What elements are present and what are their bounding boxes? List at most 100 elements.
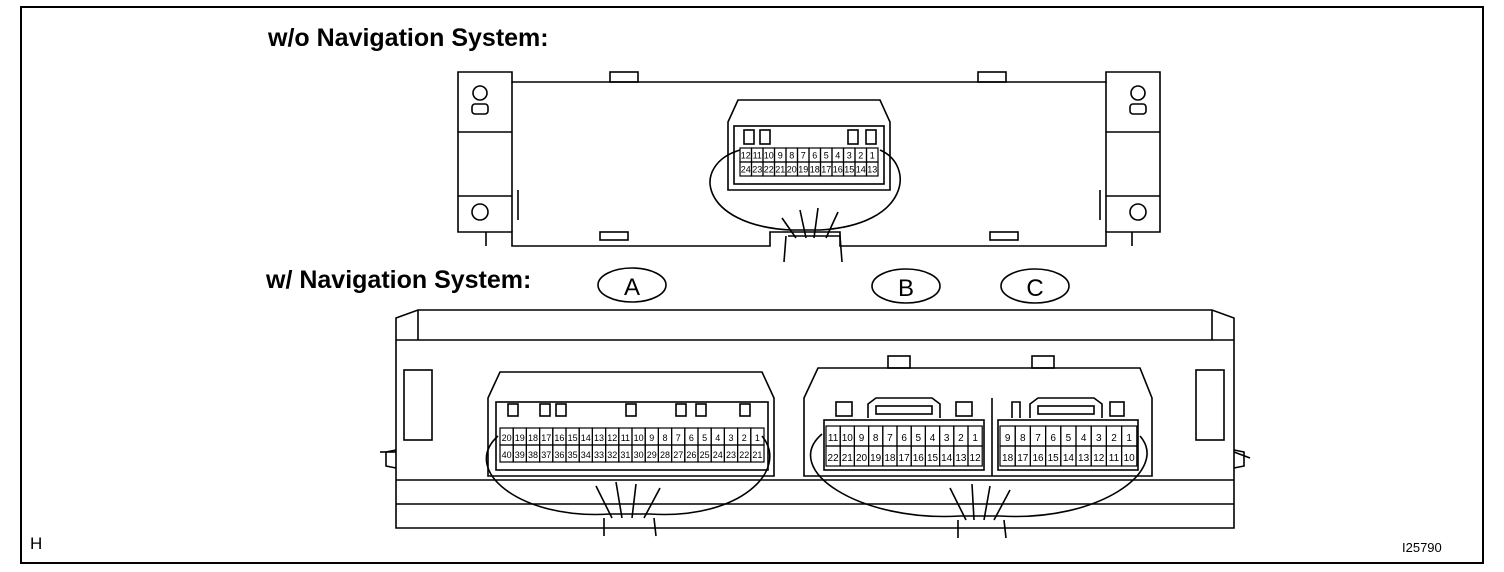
svg-text:5: 5 bbox=[1066, 433, 1072, 444]
corner-code: H bbox=[30, 534, 43, 553]
connector-b-label: B bbox=[898, 275, 914, 302]
svg-text:20: 20 bbox=[856, 453, 868, 464]
svg-text:2: 2 bbox=[958, 433, 964, 444]
svg-text:26: 26 bbox=[686, 450, 696, 460]
connector-bc-housing bbox=[803, 355, 1153, 477]
connector-a-pin-27: 27 bbox=[670, 444, 686, 463]
connector-b-pin-1: 1 bbox=[967, 425, 983, 447]
svg-text:31: 31 bbox=[620, 450, 630, 460]
svg-text:6: 6 bbox=[1050, 433, 1056, 444]
connector-a-pin-9: 9 bbox=[644, 427, 660, 446]
audio-unit-connector-housing bbox=[727, 99, 891, 191]
connector-a-housing bbox=[487, 371, 775, 477]
svg-text:12: 12 bbox=[1093, 453, 1105, 464]
svg-text:3: 3 bbox=[847, 151, 852, 161]
svg-text:6: 6 bbox=[812, 151, 817, 161]
svg-text:8: 8 bbox=[662, 433, 667, 443]
connector-a-pin-10: 10 bbox=[631, 427, 646, 446]
connector-a-pin-8: 8 bbox=[657, 427, 673, 446]
connector-a-pin-4: 4 bbox=[710, 427, 726, 446]
connector-a-pin-22: 22 bbox=[736, 444, 752, 463]
mounting-hole-upper-right bbox=[1129, 85, 1147, 115]
connector-b-pin-5: 5 bbox=[910, 425, 927, 447]
svg-text:9: 9 bbox=[649, 433, 654, 443]
svg-text:25: 25 bbox=[700, 450, 710, 460]
connector-b-pin-13: 13 bbox=[953, 445, 969, 467]
svg-text:15: 15 bbox=[568, 433, 578, 443]
connector-b-pin-17: 17 bbox=[896, 445, 912, 467]
svg-text:12: 12 bbox=[741, 151, 751, 161]
connector-a-pin-5: 5 bbox=[697, 427, 712, 446]
connector-a-pin-31: 31 bbox=[618, 444, 633, 463]
mounting-hole-upper-left bbox=[471, 85, 489, 115]
svg-text:3: 3 bbox=[728, 433, 733, 443]
connector-b-pin-22: 22 bbox=[825, 445, 841, 467]
connector-b-pin-3: 3 bbox=[938, 425, 955, 447]
connector-a-pin-38: 38 bbox=[525, 444, 541, 463]
connector-a-pin-17: 17 bbox=[538, 427, 554, 446]
connector-a-pin-26: 26 bbox=[684, 444, 699, 463]
audio-unit-pin-16: 16 bbox=[831, 161, 845, 177]
svg-text:14: 14 bbox=[581, 433, 591, 443]
mounting-hole-lower-left bbox=[471, 203, 489, 221]
connector-a-pin-20: 20 bbox=[499, 427, 514, 446]
connector-c-callout: C bbox=[1000, 268, 1070, 304]
connector-a-pin-32: 32 bbox=[604, 444, 620, 463]
connector-a-pin-39: 39 bbox=[512, 444, 528, 463]
svg-text:18: 18 bbox=[528, 433, 538, 443]
audio-unit-pin-22: 22 bbox=[762, 161, 776, 177]
audio-unit-harness-wires bbox=[781, 207, 839, 239]
connector-a-pin-18: 18 bbox=[525, 427, 541, 446]
connector-c-pin-3: 3 bbox=[1090, 425, 1107, 447]
svg-text:19: 19 bbox=[870, 453, 882, 464]
connector-a-pin-16: 16 bbox=[552, 427, 567, 446]
svg-text:1: 1 bbox=[870, 151, 875, 161]
connector-c-label: C bbox=[1026, 275, 1043, 302]
connector-c-pin-12: 12 bbox=[1090, 445, 1107, 467]
connector-b-pin-8: 8 bbox=[867, 425, 884, 447]
svg-text:27: 27 bbox=[673, 450, 683, 460]
connector-c-pin-13: 13 bbox=[1075, 445, 1092, 467]
connector-b-pin-6: 6 bbox=[896, 425, 912, 447]
svg-text:15: 15 bbox=[927, 453, 939, 464]
svg-text:12: 12 bbox=[607, 433, 617, 443]
audio-unit-pin-5: 5 bbox=[819, 147, 833, 163]
connector-a-pin-25: 25 bbox=[697, 444, 712, 463]
svg-text:1: 1 bbox=[1126, 433, 1132, 444]
svg-text:8: 8 bbox=[873, 433, 879, 444]
svg-text:4: 4 bbox=[835, 151, 840, 161]
connector-a-pin-19: 19 bbox=[512, 427, 528, 446]
connector-b-pin-10: 10 bbox=[839, 425, 856, 447]
svg-text:3: 3 bbox=[1096, 433, 1102, 444]
connector-b-pin-19: 19 bbox=[867, 445, 884, 467]
connector-c-pin-4: 4 bbox=[1075, 425, 1092, 447]
connector-a-pin-2: 2 bbox=[736, 427, 752, 446]
svg-text:13: 13 bbox=[594, 433, 604, 443]
connector-a-harness-wires bbox=[595, 481, 661, 519]
connector-b-pin-11: 11 bbox=[825, 425, 841, 447]
svg-text:15: 15 bbox=[844, 165, 854, 175]
connector-c-pin-6: 6 bbox=[1044, 425, 1062, 447]
mounting-hole-lower-right bbox=[1129, 203, 1147, 221]
audio-unit-pin-15: 15 bbox=[842, 161, 856, 177]
audio-unit-pin-20: 20 bbox=[785, 161, 799, 177]
svg-text:5: 5 bbox=[702, 433, 707, 443]
connector-a-pin-21: 21 bbox=[750, 444, 765, 463]
audio-unit-pin-11: 11 bbox=[750, 147, 764, 163]
svg-text:10: 10 bbox=[764, 151, 774, 161]
audio-unit-pin-6: 6 bbox=[808, 147, 822, 163]
svg-text:19: 19 bbox=[515, 433, 525, 443]
connector-c-pin-16: 16 bbox=[1029, 445, 1047, 467]
svg-text:16: 16 bbox=[1032, 453, 1044, 464]
connector-a-pin-34: 34 bbox=[578, 444, 594, 463]
svg-text:33: 33 bbox=[594, 450, 604, 460]
svg-text:14: 14 bbox=[856, 165, 866, 175]
svg-text:4: 4 bbox=[715, 433, 720, 443]
svg-text:1: 1 bbox=[755, 433, 760, 443]
svg-text:13: 13 bbox=[1078, 453, 1090, 464]
connector-a-pin-15: 15 bbox=[565, 427, 580, 446]
connector-bc-harness bbox=[809, 433, 1148, 518]
audio-unit-pin-14: 14 bbox=[854, 161, 868, 177]
audio-unit-pin-23: 23 bbox=[750, 161, 764, 177]
